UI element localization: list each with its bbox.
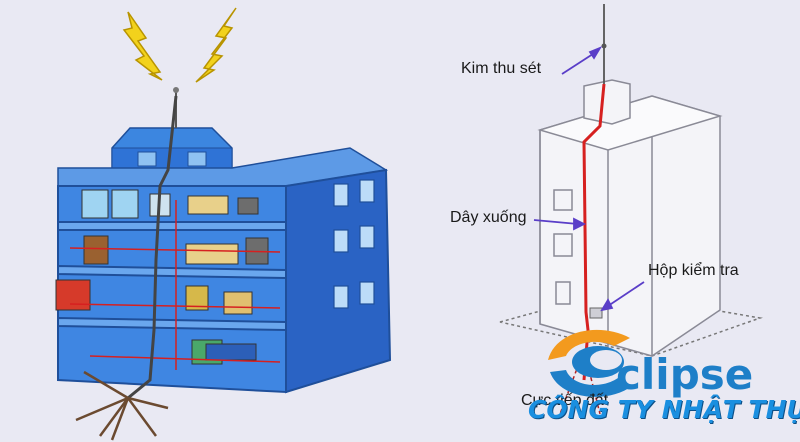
lightning-bolt-left-icon	[122, 11, 163, 81]
ground-rods-icon	[75, 370, 169, 441]
interior-equipment	[55, 189, 269, 365]
brand-company: CÔNG TY NHẬT THỰC	[528, 395, 800, 424]
building-illustration	[55, 7, 392, 441]
schematic-building	[499, 79, 763, 357]
lightning-bolt-right-icon	[195, 7, 237, 83]
label-down-conductor: Dây xuống	[450, 209, 527, 226]
arrow-air-terminal	[561, 51, 597, 75]
arrow-down-conductor	[533, 219, 579, 225]
arrow-test-box	[607, 281, 645, 307]
brand-name: clipse	[616, 350, 754, 399]
label-grounding: Cực tiếp đất	[521, 392, 609, 409]
test-box-icon	[589, 307, 603, 319]
label-air-terminal: Kim thu sét	[461, 60, 542, 77]
eclipse-logo-icon	[548, 329, 632, 397]
label-test-box: Hộp kiểm tra	[648, 262, 739, 279]
building-down-conductor	[127, 95, 178, 400]
